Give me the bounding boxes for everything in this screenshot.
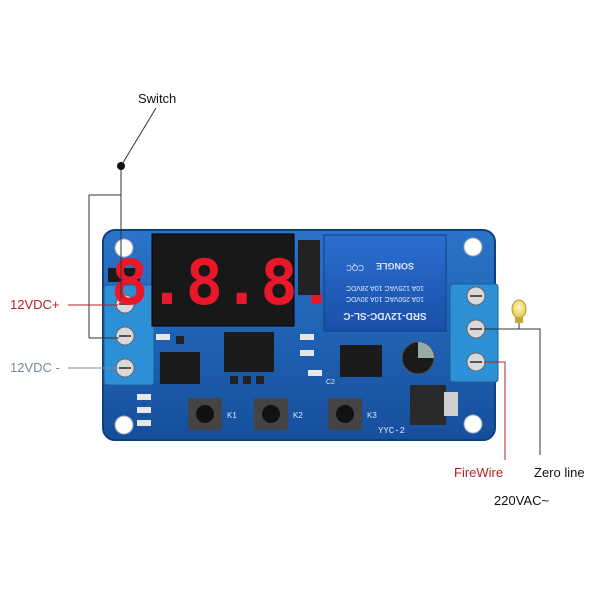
relay-rating-1: 10A 250VAC 10A 30VDC xyxy=(346,295,424,302)
relay-brand: SONGLE xyxy=(376,261,414,271)
driver-chip xyxy=(340,345,382,377)
lamp-icon xyxy=(511,299,527,329)
zero-line-label: Zero line xyxy=(534,465,585,480)
board-model-label: YYC-2 xyxy=(378,426,405,436)
regulator-chip xyxy=(410,385,446,425)
right-terminal-block xyxy=(449,283,499,383)
microcontroller-chip xyxy=(224,332,274,372)
firewire-wire xyxy=(484,361,506,460)
relay-cert: CQC xyxy=(346,263,364,272)
optocoupler-chip xyxy=(160,352,200,384)
vdc-plus-label: 12VDC+ xyxy=(10,297,60,312)
connector xyxy=(444,392,458,416)
switch-pivot-dot xyxy=(117,162,125,170)
switch-wiring xyxy=(88,107,157,339)
seven-segment-display: 8.8.8. xyxy=(111,233,335,327)
button-k1-label: K1 xyxy=(227,411,237,420)
vac-label: 220VAC~ xyxy=(494,493,550,508)
switch-label: Switch xyxy=(138,91,177,106)
transistor xyxy=(298,240,320,295)
firewire-label: FireWire xyxy=(454,465,504,480)
cap-label: C2 xyxy=(326,379,335,386)
button-k3-label: K3 xyxy=(367,411,377,420)
button-k2-label: K2 xyxy=(293,411,303,420)
relay-model-text: SRD-12VDC-SL-C xyxy=(343,310,426,321)
capacitor xyxy=(401,341,435,375)
smd-components xyxy=(137,334,322,426)
vdc-minus-label: 12VDC - xyxy=(10,360,60,375)
left-terminal-block xyxy=(103,268,155,386)
push-buttons xyxy=(188,398,362,430)
relay-rating-2: 10A 125VAC 10A 28VDC xyxy=(346,284,424,291)
zero-line-wire xyxy=(484,328,541,455)
relay: SRD-12VDC-SL-C 10A 250VAC 10A 30VDC 10A … xyxy=(323,234,447,332)
display-digits: 8.8.8. xyxy=(111,246,335,319)
